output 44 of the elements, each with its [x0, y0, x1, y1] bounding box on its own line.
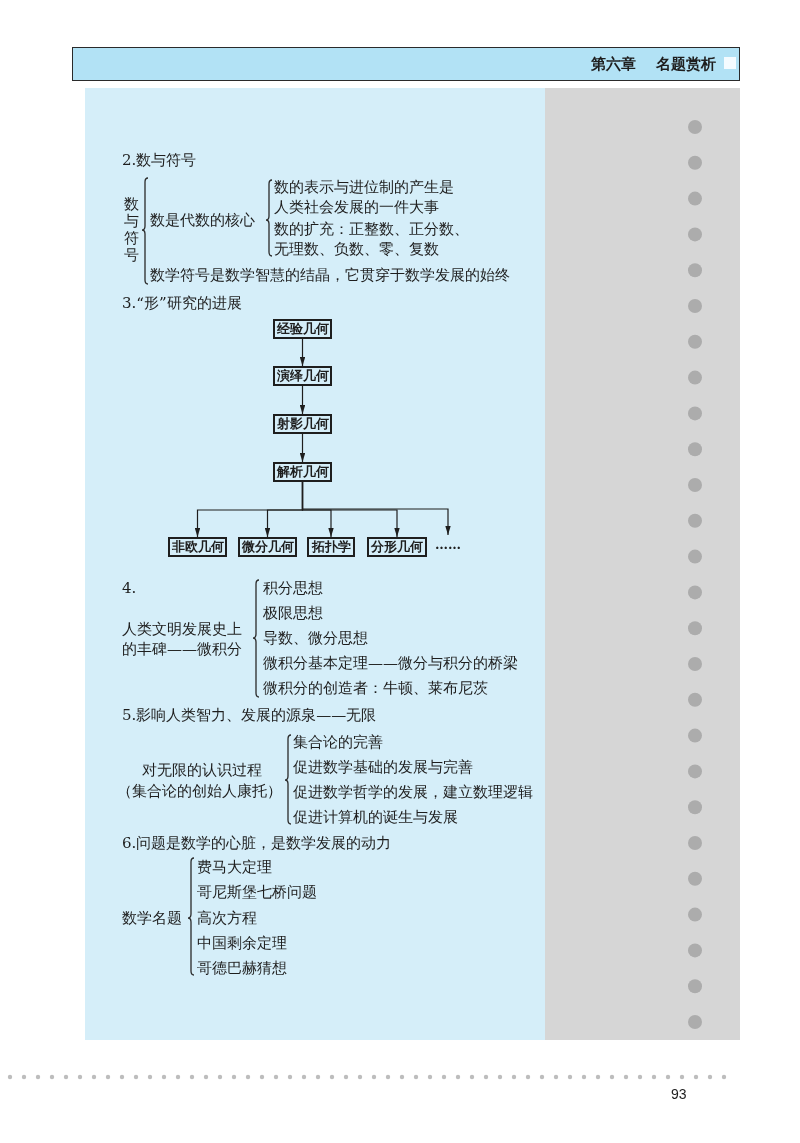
topic-label: （集合论的创始人康托）: [117, 781, 282, 801]
branch-text: 高次方程: [197, 908, 257, 928]
branch-text: 促进数学基础的发展与完善: [293, 757, 473, 777]
branch-text: 促进数学哲学的发展，建立数理逻辑: [293, 782, 533, 802]
section-heading: 2.数与符号: [122, 150, 197, 170]
topic-label: 对无限的认识过程: [142, 760, 262, 780]
ellipsis: ……: [435, 535, 461, 555]
branch-text: 导数、微分思想: [263, 628, 368, 648]
topic-label: 数学名题: [122, 908, 182, 928]
branch-text: 积分思想: [263, 578, 323, 598]
page-number: 93: [671, 1085, 687, 1104]
branch-text: 数的表示与进位制的产生是人类社会发展的一件大事: [274, 177, 455, 217]
header-title: 名题赏析: [656, 54, 716, 74]
arrow: [301, 481, 451, 536]
branch-text: 微积分的创造者：牛顿、莱布尼茨: [263, 678, 488, 698]
branch-text: 哥尼斯堡七桥问题: [197, 882, 317, 902]
branch-text: 微积分基本定理——微分与积分的桥梁: [263, 653, 518, 673]
section-heading: 5.影响人类智力、发展的源泉——无限: [122, 705, 377, 725]
topic-label: 人类文明发展史上的丰碑——微积分: [122, 619, 243, 659]
arrow: [299, 385, 306, 415]
header-title: 第六章: [591, 54, 636, 74]
branch-text: 哥德巴赫猜想: [197, 958, 287, 978]
section-heading: 6.问题是数学的心脏，是数学发展的动力: [122, 833, 392, 853]
branch-text: 数的扩充：正整数、正分数、无理数、负数、零、复数: [274, 219, 470, 259]
section-heading: 4.: [122, 578, 137, 598]
process-box: 分形几何: [367, 537, 427, 557]
arrow: [299, 338, 306, 367]
process-box: 拓扑学: [307, 537, 355, 557]
process-box: 射影几何: [273, 414, 332, 434]
process-box: 演绎几何: [273, 366, 332, 386]
branch-text: 中国剩余定理: [197, 933, 287, 953]
process-box: 经验几何: [273, 319, 332, 339]
process-box: 解析几何: [273, 462, 332, 482]
branch-text: 数学符号是数学智慧的结晶，它贯穿于数学发展的始终: [150, 265, 510, 285]
arrow: [299, 433, 306, 463]
branch-text: 极限思想: [263, 603, 323, 623]
section-heading: 3.“形”研究的进展: [122, 293, 242, 313]
branch-text: 费马大定理: [197, 857, 272, 877]
topic-label: 数是代数的核心: [150, 210, 255, 230]
topic-label: 数与符号: [124, 196, 140, 264]
process-box: 微分几何: [238, 537, 297, 557]
branch-text: 促进计算机的诞生与发展: [293, 807, 458, 827]
process-box: 非欧几何: [168, 537, 227, 557]
branch-text: 集合论的完善: [293, 732, 383, 752]
